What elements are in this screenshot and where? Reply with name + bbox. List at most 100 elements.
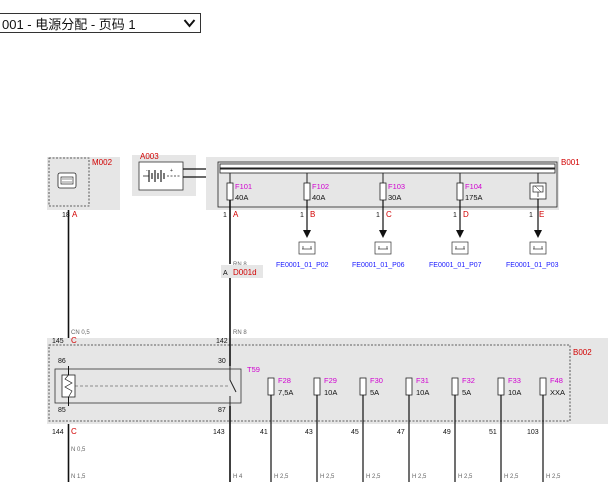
fuse-f32-name: F32 [462, 376, 475, 385]
fuse-f33-rating: 10A [508, 388, 521, 397]
fuse-f101-rating: 40A [235, 193, 248, 202]
m002-pin-number: 18 [62, 212, 70, 219]
wire-label-n05: N 0,5 [71, 447, 86, 453]
wire-label-h25: H 2,5 [274, 474, 289, 480]
fuse-f29-rating: 10A [324, 388, 337, 397]
b001-pin-d-letter: D [463, 210, 469, 219]
wire-label-h4: H 4 [233, 474, 243, 480]
connector-icon [374, 241, 392, 255]
fuse-f103-name: F103 [388, 182, 405, 191]
fuse-f30-name: F30 [370, 376, 383, 385]
connector-icon [298, 241, 316, 255]
fuse-f102-rating: 40A [312, 193, 325, 202]
b001-pin-c-number: 1 [376, 212, 380, 219]
connector-label-p03: FE0001_01_P03 [506, 262, 559, 269]
wire-label-rn8-bottom: RN 8 [233, 330, 247, 336]
fuse-f29-name: F29 [324, 376, 337, 385]
m002-pin-letter: A [72, 210, 78, 219]
connector-label-p02: FE0001_01_P02 [276, 262, 329, 269]
fuse-f28-name: F28 [278, 376, 291, 385]
fuse-f31-rating: 10A [416, 388, 429, 397]
b001-shunt-e[interactable] [529, 173, 547, 200]
connector-icon [451, 241, 469, 255]
relay-coil-icon [61, 374, 76, 398]
b002-pin-145: 145 [52, 338, 64, 345]
b002-pin-145-letter: C [71, 336, 77, 345]
wire-label-n15: N 1,5 [71, 474, 86, 480]
connector-link-p02[interactable]: FE0001_01_P02 [276, 241, 329, 269]
wire-label-h25: H 2,5 [546, 474, 561, 480]
m002-label: M002 [92, 158, 113, 167]
wire-label-h25: H 2,5 [504, 474, 519, 480]
relay-pin-85: 85 [58, 407, 66, 414]
wire-f102-out[interactable] [303, 200, 311, 238]
b002-pin-143: 143 [213, 429, 225, 436]
a003-label: A003 [140, 152, 159, 161]
battery-icon: - + [143, 168, 180, 182]
chevron-down-icon [183, 19, 196, 28]
connector-icon [529, 241, 547, 255]
b002-pin-142: 142 [216, 338, 228, 345]
wire-label-h25: H 2,5 [458, 474, 473, 480]
b001-pin-b-number: 1 [300, 212, 304, 219]
fuse-f30-rating: 5A [370, 388, 379, 397]
ecu-chip-icon [57, 172, 77, 189]
relay-t59-label: T59 [247, 365, 260, 374]
relay-switch-icon [229, 366, 237, 406]
module-m002[interactable]: M002 [47, 157, 120, 210]
page-selector-dropdown[interactable]: 001 - 电源分配 - 页码 1 [0, 13, 201, 33]
relay-pin-30: 30 [218, 358, 226, 365]
wire-label-h25: H 2,5 [320, 474, 335, 480]
relay-pin-87: 87 [218, 407, 226, 414]
b002-pin-144-letter: C [71, 427, 77, 436]
wire-label-cn05: CN 0,5 [71, 330, 90, 336]
wire-e-out[interactable] [534, 199, 542, 238]
module-a003[interactable]: - + A003 [132, 152, 196, 196]
svg-text:+: + [170, 168, 173, 174]
fuse-f104-name: F104 [465, 182, 482, 191]
svg-text:-: - [146, 168, 148, 174]
b002-pin-45: 45 [351, 429, 359, 436]
connector-link-p06[interactable]: FE0001_01_P06 [352, 241, 405, 269]
connector-link-p07[interactable]: FE0001_01_P07 [429, 241, 482, 269]
b001-pin-a-number: 1 [223, 212, 227, 219]
splice-d001d-pin: A [223, 270, 228, 277]
fuse-f48-name: F48 [550, 376, 563, 385]
fuse-f103-rating: 30A [388, 193, 401, 202]
fuse-f33-name: F33 [508, 376, 521, 385]
b002-pin-103: 103 [527, 429, 539, 436]
b002-label: B002 [573, 348, 592, 357]
connector-link-p03[interactable]: FE0001_01_P03 [506, 241, 559, 269]
wire-label-h25: H 2,5 [412, 474, 427, 480]
b002-pin-144: 144 [52, 429, 64, 436]
b001-pin-c-letter: C [386, 210, 392, 219]
fuse-f102-name: F102 [312, 182, 329, 191]
connector-label-p06: FE0001_01_P06 [352, 262, 405, 269]
relay-pin-86: 86 [58, 358, 66, 365]
page-selector-label: 001 - 电源分配 - 页码 1 [2, 16, 136, 32]
sensor-icon [532, 185, 544, 197]
b001-pin-b-letter: B [310, 210, 315, 219]
b002-pin-51: 51 [489, 429, 497, 436]
fuse-f31-name: F31 [416, 376, 429, 385]
b001-pin-e-letter: E [539, 210, 544, 219]
b001-pin-a-letter: A [233, 210, 239, 219]
b001-label: B001 [561, 158, 580, 167]
fuse-f28-rating: 7,5A [278, 388, 293, 397]
fuse-f32-rating: 5A [462, 388, 471, 397]
wire-f103-out[interactable] [379, 200, 387, 238]
wire-label-h25: H 2,5 [366, 474, 381, 480]
module-b002[interactable]: B002 [47, 338, 608, 424]
fuse-f104-rating: 175A [465, 193, 483, 202]
b002-pin-49: 49 [443, 429, 451, 436]
b002-pin-47: 47 [397, 429, 405, 436]
b001-pin-d-number: 1 [453, 212, 457, 219]
fuse-f101-name: F101 [235, 182, 252, 191]
splice-d001d-label: D001d [233, 268, 257, 277]
splice-d001d[interactable]: A D001d [221, 265, 263, 278]
connector-label-p07: FE0001_01_P07 [429, 262, 482, 269]
b001-pin-e-number: 1 [529, 212, 533, 219]
b002-pin-41: 41 [260, 429, 268, 436]
wire-f104-out[interactable] [456, 200, 464, 238]
